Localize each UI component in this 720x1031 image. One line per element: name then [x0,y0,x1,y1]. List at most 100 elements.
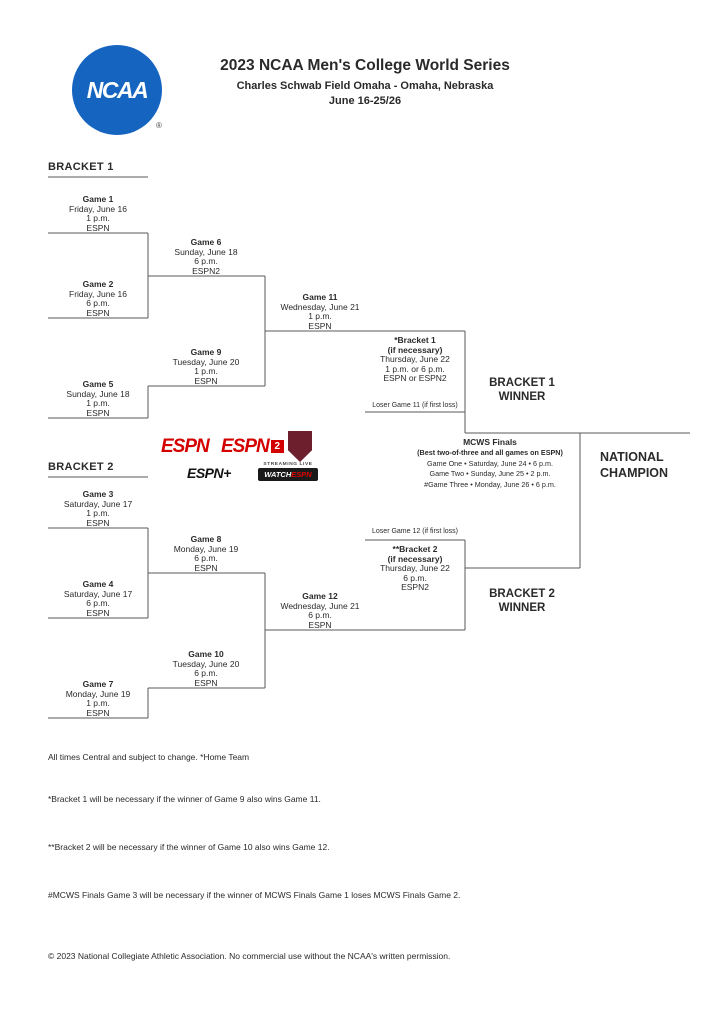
game-10-block: Game 10 Tuesday, June 20 6 p.m. ESPN [156,649,256,688]
game-title: Game 2 [82,279,114,289]
bracket2-winner-label: BRACKET 2 WINNER [489,588,555,614]
game-title: Game 12 [302,591,338,601]
header: 2023 NCAA Men's College World Series Cha… [130,57,600,107]
game-5-block: Game 5 Sunday, June 18 1 p.m. ESPN [48,379,148,418]
game-network: ESPN [308,320,332,331]
game-network: ESPN [86,407,110,418]
game-title: Game 1 [82,194,114,204]
game-date: Monday, June 19 [65,688,131,699]
game-date: Friday, June 16 [69,288,127,299]
game-title: Game 3 [82,489,114,499]
bracket2-label: BRACKET 2 [48,461,114,473]
if-necessary-title: **Bracket 2 [392,544,438,554]
game-title: Game 4 [82,579,114,589]
game-title: Game 9 [190,347,222,357]
footnote-times: All times Central and subject to change.… [48,752,250,762]
if-necessary-note: (if necessary) [387,553,443,564]
game-12-block: Game 12 Wednesday, June 21 6 p.m. ESPN [270,591,370,630]
game-network: ESPN [86,307,110,318]
game-title: Game 8 [190,534,222,544]
registered-mark: ® [156,121,162,130]
if-necessary-time: 1 p.m. or 6 p.m. [385,363,445,374]
game-1-block: Game 1 Friday, June 16 1 p.m. ESPN [48,194,148,233]
if-necessary-network: ESPN or ESPN2 [383,373,447,383]
bracket2-if-necessary-block: **Bracket 2 (if necessary) Thursday, Jun… [365,544,465,593]
game-time: 6 p.m. [86,298,110,308]
espn2-number: 2 [270,440,284,453]
game-title: Game 11 [302,292,338,302]
game-network: ESPN [308,619,332,630]
game-date: Saturday, June 17 [63,588,133,599]
game-title: Game 10 [188,649,224,659]
game-time: 1 p.m. [86,398,110,408]
espn2-wordmark: ESPN [221,436,270,457]
game-date: Wednesday, June 21 [280,301,360,312]
espn2-logo: ESPN 2 [221,436,284,458]
game-date: Sunday, June 18 [174,246,238,257]
game-date: Sunday, June 18 [66,388,130,399]
if-necessary-note: (if necessary) [387,344,443,355]
finals-subtitle: (Best two-of-three and all games on ESPN… [417,447,563,457]
game-9-block: Game 9 Tuesday, June 20 1 p.m. ESPN [156,347,256,386]
game-time: 1 p.m. [194,366,218,376]
game-7-block: Game 7 Monday, June 19 1 p.m. ESPN [48,679,148,718]
game-date: Tuesday, June 20 [172,356,240,367]
ncaa-logo: NCAA [72,45,162,135]
mcws-finals-block: MCWS Finals (Best two-of-three and all g… [398,437,582,491]
game-2-block: Game 2 Friday, June 16 6 p.m. ESPN [48,279,148,318]
game-time: 1 p.m. [86,698,110,708]
if-necessary-date: Thursday, June 22 [380,563,450,573]
game-8-block: Game 8 Monday, June 19 6 p.m. ESPN [156,534,256,573]
if-necessary-network: ESPN2 [401,582,429,592]
finals-game-two: Game Two • Sunday, June 25 • 2 p.m. [429,469,551,479]
game-time: 6 p.m. [194,256,218,266]
game-time: 1 p.m. [86,508,110,518]
ncaa-logo-text: NCAA [86,76,149,103]
game-date: Wednesday, June 21 [280,600,360,611]
game-time: 6 p.m. [86,598,110,608]
if-necessary-time: 6 p.m. [403,572,427,583]
game-11-block: Game 11 Wednesday, June 21 1 p.m. ESPN [270,292,370,331]
game-network: ESPN [86,707,110,718]
finals-game-one: Game One • Saturday, June 24 • 6 p.m. [427,458,553,468]
game-title: Game 5 [82,379,114,389]
game-network: ESPN [194,677,218,688]
loser-game12-note: Loser Game 12 (if first loss) [372,528,458,535]
watch-label: WATCH [264,470,292,479]
game-date: Monday, June 19 [173,543,239,554]
game-time: 1 p.m. [308,311,332,321]
game-network: ESPN [194,562,218,573]
page-title: 2023 NCAA Men's College World Series [220,57,510,74]
game-time: 6 p.m. [194,553,218,563]
game-network: ESPN [194,375,218,386]
game-3-block: Game 3 Saturday, June 17 1 p.m. ESPN [48,489,148,528]
copyright-notice: © 2023 National Collegiate Athletic Asso… [48,951,451,961]
game-network: ESPN [86,607,110,618]
game-time: 1 p.m. [86,213,110,223]
bracket1-if-necessary-block: *Bracket 1 (if necessary) Thursday, June… [365,335,465,384]
game-date: Saturday, June 17 [63,498,133,509]
game-4-block: Game 4 Saturday, June 17 6 p.m. ESPN [48,579,148,618]
espn-plus-logo: ESPN+ [187,465,231,481]
loser-game11-note: Loser Game 11 (if first loss) [372,402,458,409]
streaming-live-label: STREAMING LIVE [263,462,313,467]
game-time: 6 p.m. [194,668,218,678]
game-6-block: Game 6 Sunday, June 18 6 p.m. ESPN2 [156,237,256,276]
game-date: Tuesday, June 20 [172,658,240,669]
bracket1-label: BRACKET 1 [48,161,114,173]
finals-title: MCWS Finals [463,437,517,447]
venue-subtitle: Charles Schwab Field Omaha - Omaha, Nebr… [236,80,494,92]
footnote-bracket2: **Bracket 2 will be necessary if the win… [48,842,330,852]
if-necessary-title: *Bracket 1 [394,335,436,345]
game-time: 6 p.m. [308,610,332,620]
bracket1-winner-label: BRACKET 1 WINNER [489,377,555,403]
finals-game-three: #Game Three • Monday, June 26 • 6 p.m. [424,480,556,490]
game-network: ESPN [86,222,110,233]
national-champion-label: NATIONAL CHAMPION [600,450,669,480]
game-network: ESPN2 [192,265,220,276]
footnote-bracket1: *Bracket 1 will be necessary if the winn… [48,794,321,804]
